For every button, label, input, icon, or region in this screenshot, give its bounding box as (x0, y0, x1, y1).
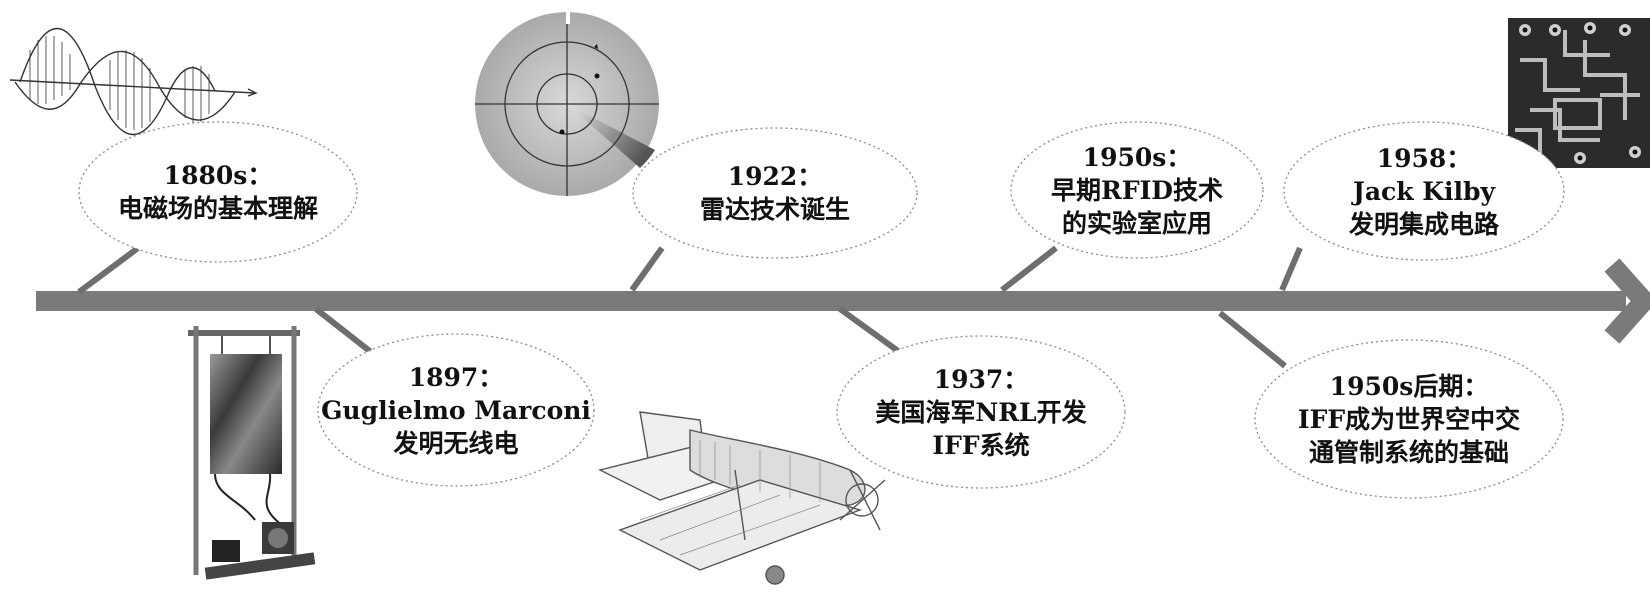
event-year: 1937： (933, 364, 1029, 394)
bubble-1950 (1010, 121, 1264, 259)
event-description: 的实验室应用 (1061, 208, 1212, 238)
timeline-axis (36, 258, 1650, 344)
event-description: Jack Kilby (1352, 176, 1495, 206)
bubble-1937 (836, 335, 1126, 489)
bubble-1950late (1254, 339, 1564, 499)
event-description: 雷达技术诞生 (699, 195, 850, 224)
event-label-1958: 1958： Jack Kilby 发明集成电路 (1284, 122, 1564, 260)
marconi-radio-apparatus-image (188, 326, 316, 580)
connector-1950late (1218, 310, 1287, 369)
event-description: 早期RFID技术 (1051, 175, 1223, 205)
event-label-1922: 1922： 雷达技术诞生 (633, 128, 917, 258)
connector-lines (77, 245, 1303, 369)
event-description: 通管制系统的基础 (1308, 437, 1509, 467)
event-year: 1950s后期： (1329, 371, 1489, 401)
event-label-1897: 1897： Guglielmo Marconi 发明无线电 (318, 334, 594, 486)
connector-1880 (77, 245, 140, 295)
aircraft-cutaway-image (597, 411, 886, 585)
bubble-1880 (78, 121, 358, 263)
bubble-1958 (1283, 121, 1565, 261)
event-year: 1922： (727, 162, 823, 191)
radar-scope-icon (475, 10, 659, 196)
bubble-1922 (632, 127, 918, 259)
connector-1950 (1000, 245, 1058, 293)
event-year: 1958： (1376, 143, 1472, 173)
event-label-1937: 1937： 美国海军NRL开发 IFF系统 (837, 336, 1125, 488)
event-label-1950: 1950s： 早期RFID技术 的实验室应用 (1011, 122, 1263, 258)
connector-1922 (629, 246, 665, 292)
connector-1958 (1279, 246, 1303, 292)
event-label-1950late: 1950s后期： IFF成为世界空中交 通管制系统的基础 (1255, 340, 1563, 498)
event-year: 1950s： (1082, 142, 1192, 172)
event-description: 发明无线电 (393, 428, 519, 458)
event-description: 电磁场的基本理解 (117, 194, 318, 223)
electromagnetic-wave-icon (9, 27, 258, 136)
bubble-1897 (317, 333, 595, 487)
integrated-circuit-image (1508, 18, 1650, 168)
event-description: 发明集成电路 (1348, 209, 1499, 239)
event-description: IFF成为世界空中交 (1297, 404, 1521, 434)
connector-1897 (314, 306, 378, 359)
event-description: 美国海军NRL开发 (875, 397, 1087, 427)
connector-1937 (838, 306, 907, 359)
event-bubbles (78, 121, 1565, 499)
event-year: 1897： (408, 362, 504, 392)
event-label-1880: 1880s： 电磁场的基本理解 (79, 122, 357, 262)
event-year: 1880s： (163, 161, 273, 190)
event-description: Guglielmo Marconi (321, 395, 591, 425)
event-description: IFF系统 (932, 430, 1030, 460)
